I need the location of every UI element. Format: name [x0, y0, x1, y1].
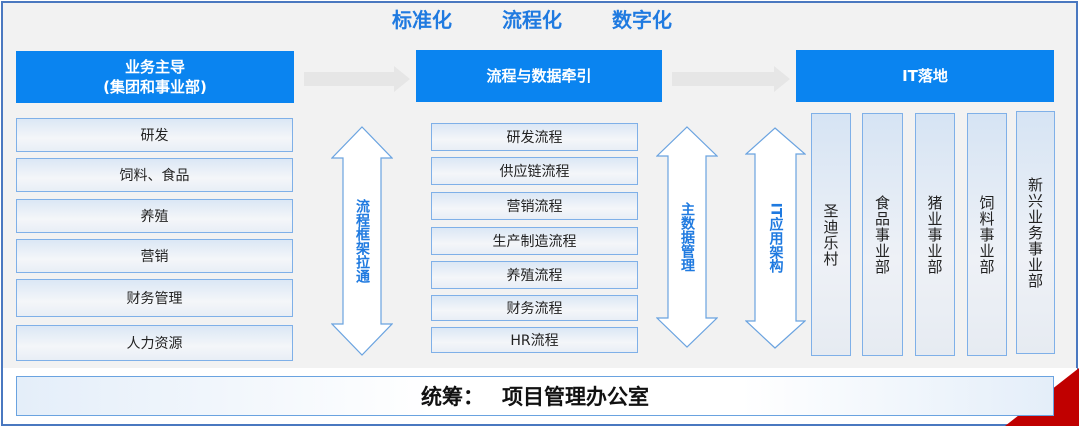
process-item: 营销流程 [431, 192, 638, 220]
division-label: 饲料事业部 [977, 194, 996, 275]
process-item: 养殖流程 [431, 261, 638, 289]
process-item: HR流程 [431, 327, 638, 353]
division-label: 新兴业务事业部 [1026, 176, 1044, 289]
it-architecture-arrow: IT应用架构 [744, 127, 807, 349]
it-architecture-label: IT应用架构 [767, 202, 784, 274]
business-item: 人力资源 [16, 325, 293, 361]
division-label: 猪业事业部 [925, 194, 944, 275]
master-data-label: 主数据管理 [679, 202, 695, 272]
title-process: 流程化 [502, 8, 562, 32]
business-item: 财务管理 [16, 279, 293, 317]
process-framework-label: 流程框架拉通 [354, 199, 370, 283]
division-label: 食品事业部 [873, 194, 891, 275]
business-item: 营销 [16, 239, 293, 273]
process-item: 财务流程 [431, 295, 638, 321]
business-header-line2: (集团和事业部) [103, 78, 207, 96]
business-item: 养殖 [16, 199, 293, 233]
business-header-line1: 业务主导 [124, 58, 185, 76]
double-arrow-icon [655, 126, 719, 348]
double-arrow-icon [330, 126, 394, 356]
master-data-arrow: 主数据管理 [655, 126, 719, 348]
business-item: 饲料、食品 [16, 158, 293, 192]
process-item: 研发流程 [431, 123, 638, 151]
pmo-value: 项目管理办公室 [502, 385, 649, 409]
flow-arrow-icon [304, 66, 410, 92]
process-framework-arrow: 流程框架拉通 [330, 126, 394, 356]
it-header: IT落地 [796, 50, 1054, 102]
title-digital: 数字化 [612, 8, 672, 32]
process-header: 流程与数据牵引 [416, 50, 662, 102]
process-item: 生产制造流程 [431, 227, 638, 255]
division-column: 圣迪乐村 [811, 113, 851, 356]
process-item: 供应链流程 [431, 157, 638, 185]
division-column: 猪业事业部 [915, 113, 955, 356]
title-standardization: 标准化 [392, 8, 452, 32]
pmo-bar: 统筹： 项目管理办公室 [16, 376, 1054, 416]
business-header: 业务主导 (集团和事业部) [16, 51, 294, 103]
pmo-label: 统筹： [421, 385, 484, 409]
division-column: 食品事业部 [862, 113, 903, 356]
division-label: 圣迪乐村 [821, 202, 840, 267]
division-column: 饲料事业部 [967, 113, 1007, 356]
division-column: 新兴业务事业部 [1016, 111, 1055, 354]
flow-arrow-icon [672, 66, 790, 92]
double-arrow-icon [744, 127, 807, 349]
business-item: 研发 [16, 118, 293, 152]
